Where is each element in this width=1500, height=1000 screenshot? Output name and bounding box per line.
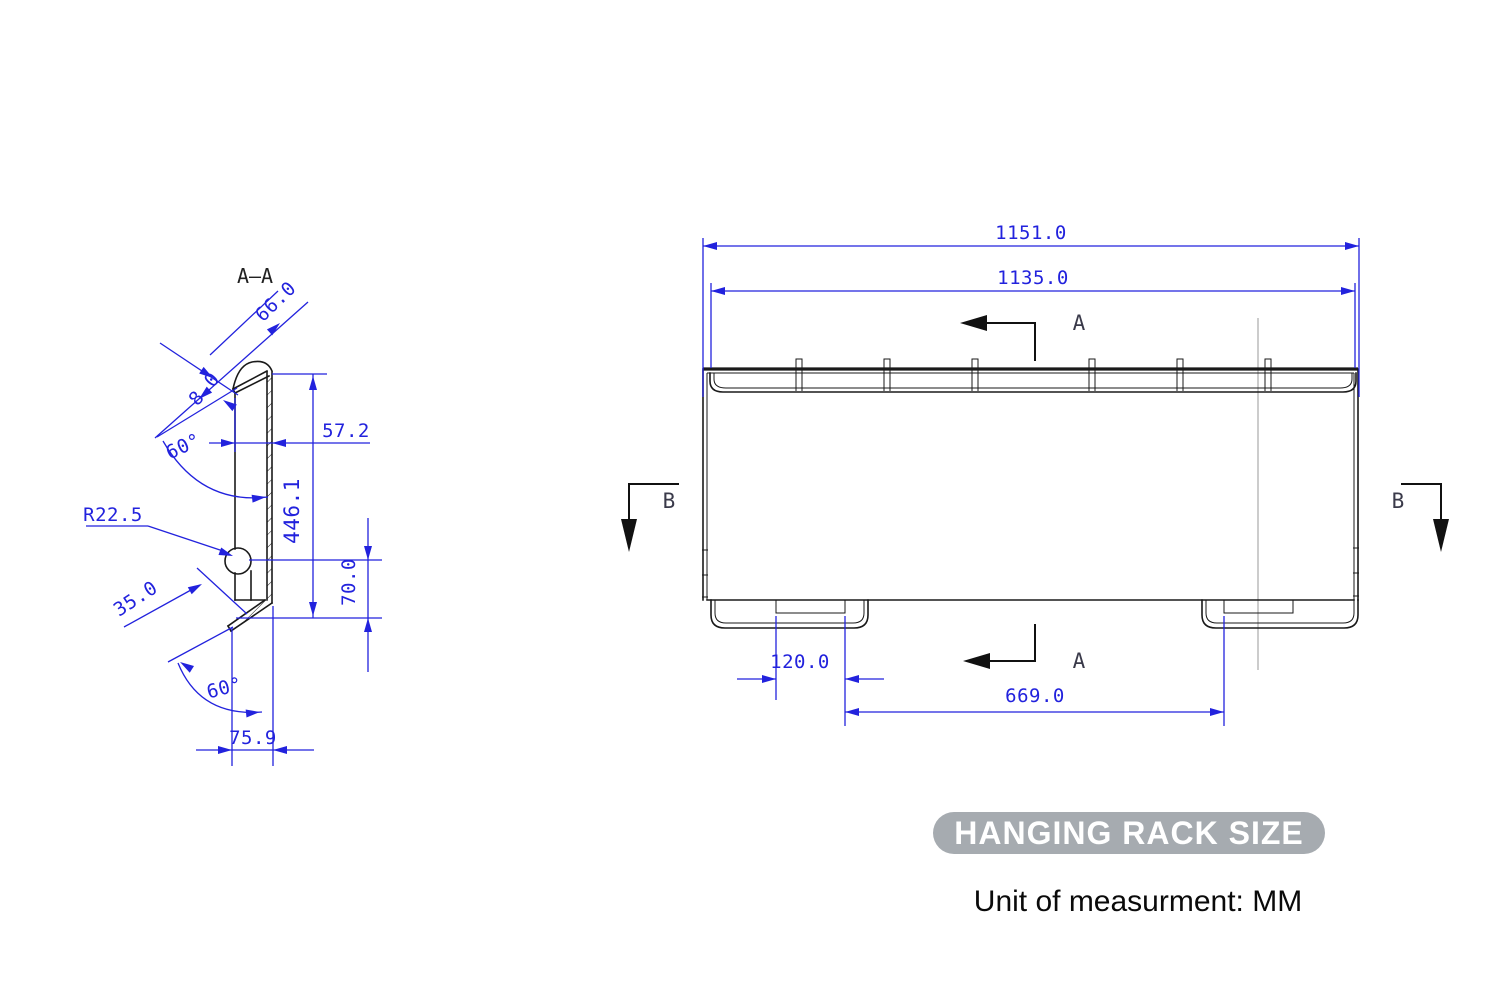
- footer: HANGING RACK SIZE Unit of measurment: MM: [933, 812, 1325, 918]
- svg-text:R22.5: R22.5: [83, 504, 143, 526]
- dim-bottom-angle: 60°: [167, 626, 263, 718]
- svg-text:669.0: 669.0: [1005, 685, 1065, 707]
- dim-bottom-width: 75.9: [196, 606, 314, 766]
- dim-hook-offset: 35.0: [110, 567, 248, 628]
- dim-flange-length: 66.0: [154, 277, 309, 439]
- dim-notch-spacing: 669.0: [845, 616, 1225, 726]
- dim-hook-to-bottom: 70.0: [249, 518, 382, 672]
- section-marker-a-top: A: [960, 311, 1086, 361]
- left-foot: [710, 599, 869, 629]
- svg-text:35.0: 35.0: [110, 577, 162, 621]
- section-arrow-icon: [960, 315, 987, 331]
- svg-text:B: B: [1392, 489, 1405, 513]
- section-view-a-a: A—A 66.0: [83, 264, 382, 766]
- hook-dome: [232, 360, 274, 390]
- svg-text:120.0: 120.0: [770, 651, 830, 673]
- section-arrow-icon: [1433, 519, 1449, 552]
- rail-tabs: [795, 358, 1272, 391]
- title-badge: [933, 812, 1325, 854]
- dim-foot-notch-width: 120.0: [737, 616, 884, 726]
- rack-body-geometry: [702, 367, 1359, 601]
- dim-top-offset: 57.2: [209, 398, 370, 452]
- dim-inner-width: 1135.0: [710, 267, 1356, 368]
- front-view: 1151.0 1135.0 120.0 669.0: [621, 222, 1449, 726]
- svg-text:60°: 60°: [163, 429, 205, 464]
- svg-text:70.0: 70.0: [338, 558, 360, 606]
- svg-text:A: A: [1073, 311, 1086, 335]
- hook-circle: [224, 547, 252, 575]
- dim-hook-radius: R22.5: [83, 504, 233, 556]
- svg-text:1135.0: 1135.0: [997, 267, 1069, 289]
- svg-text:1151.0: 1151.0: [995, 222, 1067, 244]
- section-arrow-icon: [963, 653, 990, 669]
- dim-top-angle: 60°: [162, 429, 269, 503]
- dim-overall-height: 446.1: [236, 373, 382, 619]
- unit-note: Unit of measurment: MM: [974, 885, 1302, 918]
- section-marker-a-bottom: A: [963, 624, 1086, 673]
- svg-text:8.0: 8.0: [184, 368, 224, 410]
- title-badge-label: HANGING RACK SIZE: [954, 815, 1303, 851]
- svg-text:446.1: 446.1: [280, 478, 304, 544]
- section-marker-b-left: B: [621, 483, 679, 552]
- svg-text:57.2: 57.2: [322, 420, 370, 442]
- section-profile-geometry: [224, 360, 274, 633]
- svg-text:B: B: [663, 489, 676, 513]
- dim-overall-width: 1151.0: [702, 222, 1360, 397]
- section-arrow-icon: [621, 519, 637, 552]
- right-foot: [1201, 599, 1359, 629]
- section-view-title: A—A: [237, 264, 273, 288]
- svg-text:75.9: 75.9: [229, 727, 277, 749]
- svg-text:A: A: [1073, 649, 1086, 673]
- dim-flange-thickness: 8.0: [159, 342, 239, 412]
- svg-text:60°: 60°: [204, 673, 244, 704]
- section-marker-b-right: B: [1392, 483, 1449, 552]
